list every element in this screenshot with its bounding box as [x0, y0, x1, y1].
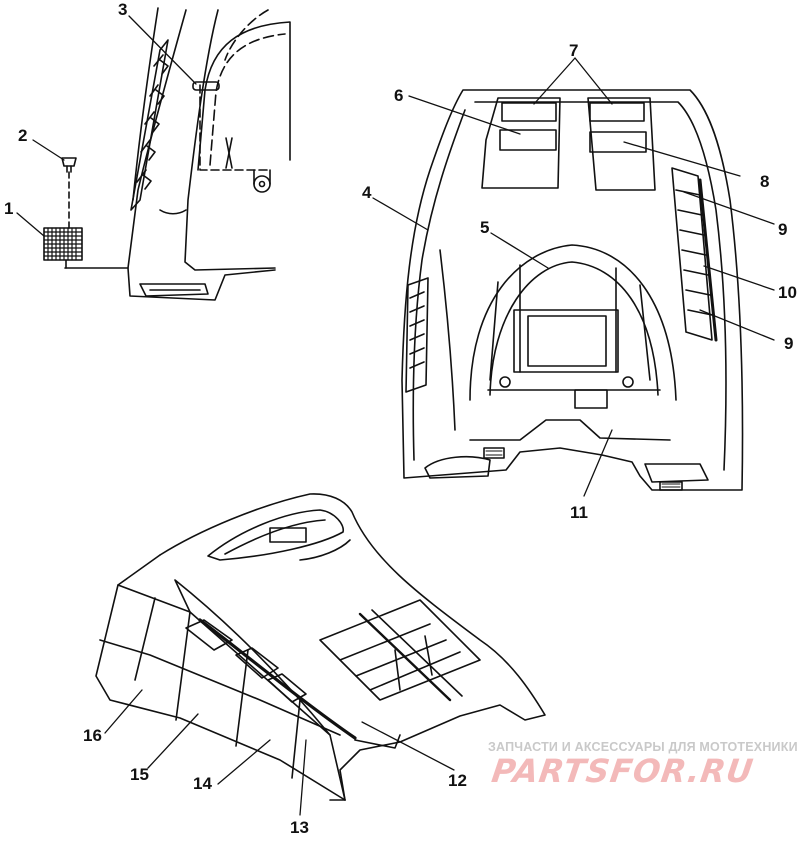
callout-10: 10 — [778, 283, 797, 302]
callout-4: 4 — [362, 183, 372, 202]
callout-12: 12 — [448, 771, 467, 790]
callout-11: 11 — [570, 503, 588, 522]
watermark-tagline: ЗАПЧАСТИ И АКСЕССУАРЫ ДЛЯ МОТОТЕХНИКИ — [488, 740, 798, 754]
callout-3: 3 — [118, 0, 127, 19]
callout-9-upper: 9 — [778, 220, 787, 239]
callout-13: 13 — [290, 818, 309, 836]
callout-numbers: 1 2 3 4 5 6 7 8 9 10 9 11 12 13 14 15 16 — [4, 0, 797, 837]
leader-lines — [16, 15, 775, 816]
callout-9-lower: 9 — [784, 334, 793, 353]
callout-1: 1 — [4, 199, 13, 218]
callout-8: 8 — [760, 172, 769, 191]
side-panel-view — [64, 7, 291, 301]
callout-2: 2 — [18, 126, 27, 145]
callout-5: 5 — [480, 218, 489, 237]
watermark-logo: PARTSFOR.RU — [489, 752, 757, 790]
callout-15: 15 — [130, 765, 149, 784]
mesh-grille-part — [43, 227, 83, 269]
callout-6: 6 — [394, 86, 403, 105]
callout-14: 14 — [193, 774, 212, 793]
hood-isometric-view — [95, 493, 546, 801]
hood-underside-view — [401, 89, 744, 491]
callout-16: 16 — [83, 726, 102, 745]
callout-7: 7 — [569, 41, 578, 60]
screw-part — [61, 157, 77, 231]
